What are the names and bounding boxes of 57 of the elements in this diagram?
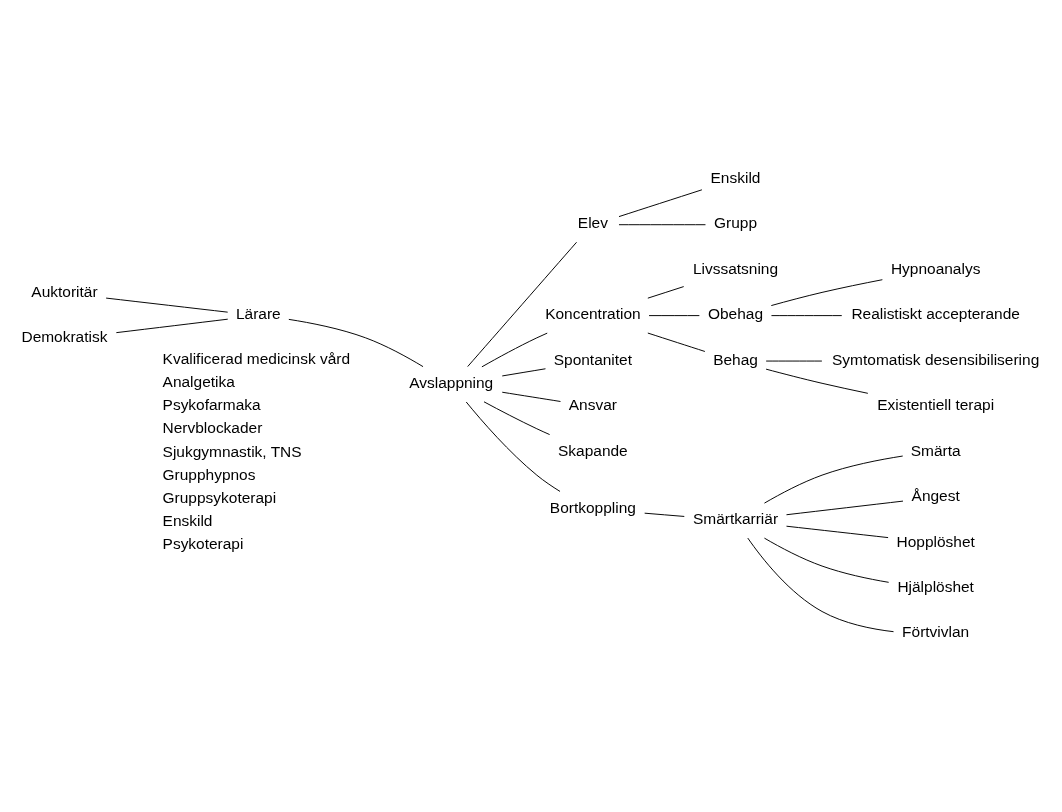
label: Kvalificerad medicinsk vård <box>162 349 351 367</box>
connector <box>763 537 890 583</box>
node-text: Bortkoppling <box>549 498 636 516</box>
connector <box>770 314 843 316</box>
label: Analgetika <box>162 372 235 390</box>
connector <box>115 318 229 333</box>
node-text: Enskild <box>710 168 761 186</box>
node-text: Livssatsning <box>692 259 779 277</box>
node-text: Hopplöshet <box>896 532 975 550</box>
connector <box>763 455 904 504</box>
label: Psykofarmaka <box>162 395 261 413</box>
connector <box>647 332 706 352</box>
node-text: Koncentration <box>545 304 641 322</box>
connector <box>501 367 546 376</box>
connector <box>481 332 548 367</box>
connector <box>786 500 904 515</box>
connector <box>618 223 706 225</box>
label: Gruppsykoterapi <box>162 488 277 506</box>
node-text: Grupp <box>714 213 757 231</box>
node-text: Auktoritär <box>31 282 98 300</box>
connector <box>770 278 883 306</box>
connector <box>647 285 685 299</box>
connector <box>747 537 894 632</box>
connector <box>288 318 424 367</box>
node-text: Ansvar <box>568 395 617 413</box>
connector <box>618 188 703 217</box>
node-text: Elev <box>577 213 608 231</box>
node-text: Realistiskt accepterande <box>851 304 1020 322</box>
node-text: Hjälplöshet <box>897 577 974 595</box>
connector <box>465 401 561 492</box>
label: Grupphypnos <box>162 465 256 483</box>
node-text: Behag <box>713 350 758 368</box>
label: Nervblockader <box>162 418 263 436</box>
node-text: Demokratisk <box>21 327 108 345</box>
node-text: Smärta <box>910 441 961 459</box>
node-text: Hypnoanalys <box>890 259 981 277</box>
node-text: Obehag <box>707 304 764 322</box>
node-text: Smärtkarriär <box>692 509 779 527</box>
node-text: Spontanitet <box>553 350 633 368</box>
node-text: Avslappning <box>409 373 494 391</box>
node-text: Skapande <box>558 441 628 459</box>
label: Sjukgymnastik, TNS <box>162 442 302 460</box>
connector <box>483 400 551 435</box>
connector <box>467 241 578 367</box>
label: Psykoterapi <box>162 534 244 552</box>
connector <box>105 297 229 313</box>
label: Enskild <box>162 511 213 529</box>
node-text: Symtomatisk desensibilisering <box>832 350 1040 368</box>
connector <box>644 512 685 517</box>
node-text: Förtvivlan <box>902 622 970 640</box>
connector <box>786 525 889 538</box>
node-text: Lärare <box>235 304 281 322</box>
connector <box>501 391 561 402</box>
connector <box>765 368 869 394</box>
node-text: Ångest <box>911 486 960 504</box>
node-text: Existentiell terapi <box>877 395 995 413</box>
connector <box>648 314 700 316</box>
